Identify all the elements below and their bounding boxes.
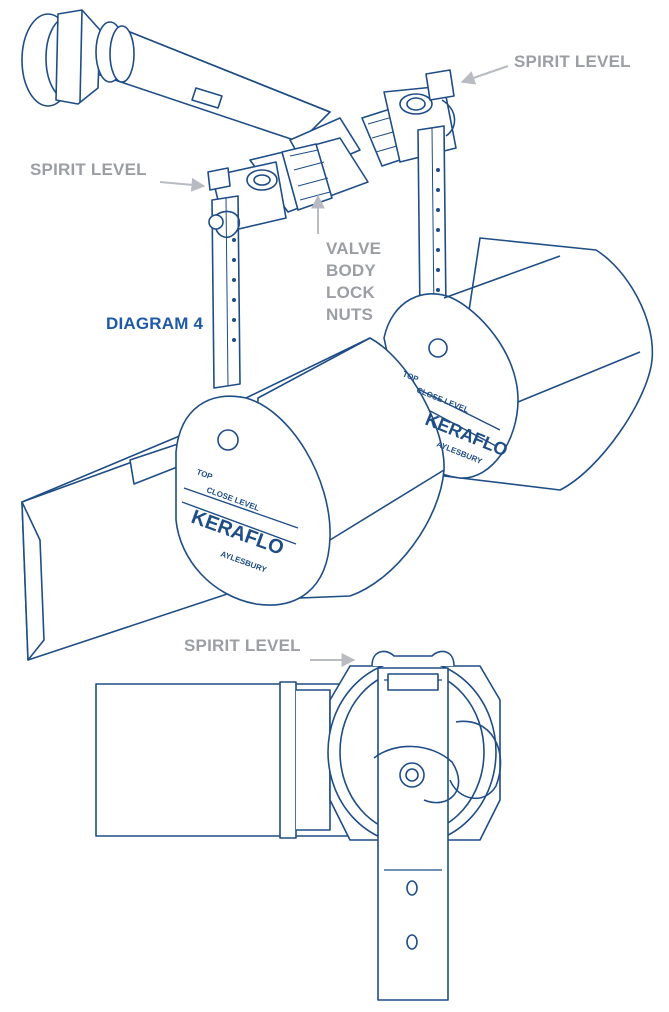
float-front [175,337,445,606]
label-valve-line-4: NUTS [326,305,374,324]
inlet-pipe [21,9,361,173]
label-spirit-level-top-right: SPIRIT LEVEL [514,52,631,71]
label-valve-line-1: VALVE [326,239,382,258]
label-valve-line-2: BODY [326,261,376,280]
label-valve-body-lock-nuts: VALVE BODY LOCK NUTS [326,238,381,326]
arrow-spirit-level-left [159,177,206,192]
label-spirit-level-left: SPIRIT LEVEL [30,160,147,179]
label-valve-line-3: LOCK [326,283,375,302]
callout-arrows [159,65,509,667]
arrow-spirit-level-right [460,65,509,85]
label-spirit-level-bottom: SPIRIT LEVEL [184,636,301,655]
detail-pipe [95,681,381,839]
diagram-title: DIAGRAM 4 [106,314,204,333]
left-support-strap [207,167,241,389]
detail-valve-body [327,650,502,1001]
